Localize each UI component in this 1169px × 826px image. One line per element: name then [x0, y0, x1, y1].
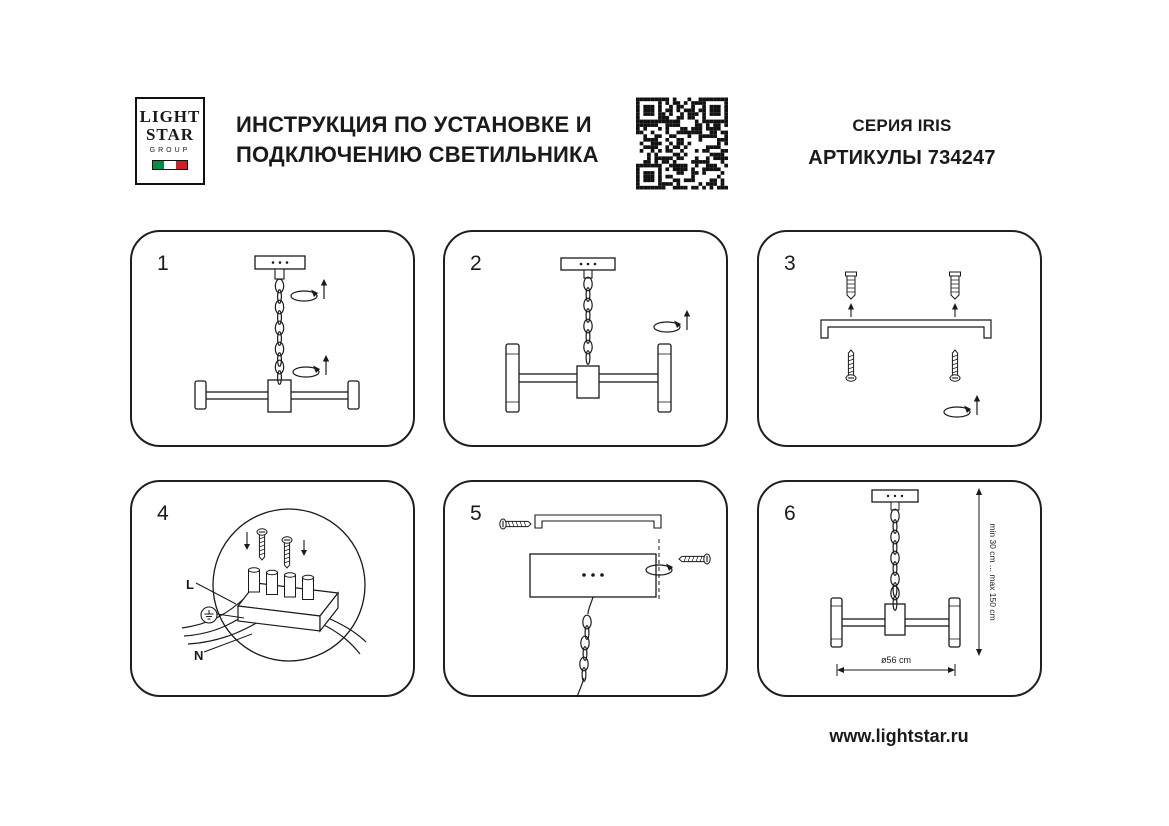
- ground-icon: [204, 610, 214, 620]
- step-5-number: 5: [470, 502, 482, 525]
- step-panel-1: 1: [130, 230, 415, 447]
- flag-stripe-red: [175, 160, 187, 169]
- step-2-number: 2: [470, 252, 482, 275]
- step-4-diagram-wiring: L N: [181, 508, 367, 663]
- step-3-number: 3: [784, 252, 796, 275]
- step-6-number: 6: [784, 502, 796, 525]
- step-panel-5: 5: [443, 480, 728, 698]
- step-3-diagram-mount-bracket: [820, 271, 992, 418]
- lightstar-logo: LIGHT STAR GROUP: [135, 97, 205, 185]
- step-5-diagram-canopy: [499, 514, 711, 698]
- page-title-line1: ИНСТРУКЦИЯ ПО УСТАНОВКЕ И: [236, 112, 592, 137]
- diameter-label: ø56 cm: [881, 655, 911, 665]
- wire-label-l: L: [186, 577, 194, 592]
- logo-word-group: GROUP: [149, 146, 191, 154]
- step-panel-4: 4: [130, 480, 415, 697]
- step-panel-6: 6: [757, 480, 1042, 697]
- logo-word-light: LIGHT: [139, 107, 201, 126]
- step-1-number: 1: [157, 252, 169, 275]
- page-title: ИНСТРУКЦИЯ ПО УСТАНОВКЕ И ПОДКЛЮЧЕНИЮ СВ…: [236, 110, 599, 169]
- step-2-diagram-attach-arms: [505, 257, 691, 413]
- series-label: СЕРИЯ IRIS: [852, 116, 952, 135]
- height-range-label: min 30 cm ... max 150 cm: [988, 523, 998, 620]
- flag-stripe-white: [164, 160, 176, 169]
- step-6-diagram-dimensions: min 30 cm ... max 150 cm ø56 cm: [830, 488, 998, 676]
- qr-code: [636, 97, 728, 190]
- italy-flag-icon: [152, 159, 188, 170]
- wire-label-n: N: [194, 648, 203, 663]
- flag-stripe-green: [153, 160, 165, 169]
- logo-word-star: STAR: [145, 124, 195, 144]
- step-panel-2: 2: [443, 230, 728, 447]
- qr-code-icon: [636, 97, 728, 190]
- step-1-diagram-hang-chain: [194, 255, 360, 413]
- product-info: СЕРИЯ IRIS АРТИКУЛЫ 734247: [777, 116, 1027, 170]
- articles-label: АРТИКУЛЫ 734247: [808, 147, 996, 169]
- step-4-number: 4: [157, 502, 169, 525]
- website-url: www.lightstar.ru: [829, 726, 969, 746]
- page-title-line2: ПОДКЛЮЧЕНИЮ СВЕТИЛЬНИКА: [236, 141, 599, 167]
- step-panel-3: 3: [757, 230, 1042, 447]
